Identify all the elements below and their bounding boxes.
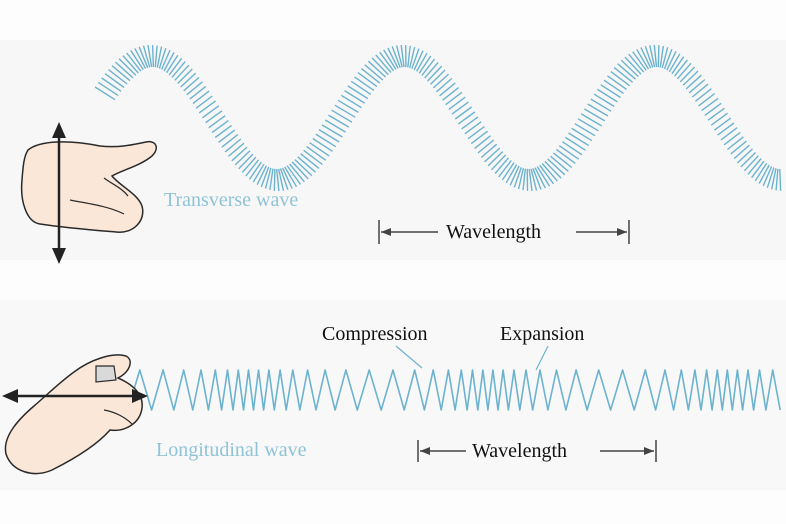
wavelength-label-top: Wavelength bbox=[446, 221, 542, 243]
arrow-up-icon bbox=[52, 122, 66, 138]
wavelength-label-bottom: Wavelength bbox=[472, 440, 568, 462]
compression-leader bbox=[395, 345, 423, 369]
hand-pinch-icon bbox=[2, 354, 148, 475]
arrow-left-icon bbox=[2, 389, 18, 403]
hand-up-down-icon bbox=[20, 122, 157, 264]
transverse-spring-coils bbox=[94, 44, 782, 192]
longitudinal-spring bbox=[115, 369, 781, 411]
expansion-label: Expansion bbox=[500, 323, 585, 345]
longitudinal-wave-label: Longitudinal wave bbox=[156, 439, 307, 461]
longitudinal-spring-coils bbox=[115, 369, 781, 411]
wavelength-dimension-bottom bbox=[417, 440, 657, 462]
expansion-leader bbox=[535, 345, 549, 371]
transverse-wave-label: Transverse wave bbox=[164, 189, 299, 211]
arrow-down-icon bbox=[52, 248, 66, 264]
arrow-right-icon bbox=[132, 389, 148, 403]
transverse-spring bbox=[94, 44, 782, 192]
compression-label: Compression bbox=[322, 323, 428, 345]
wavelength-dimension-top bbox=[378, 220, 630, 244]
